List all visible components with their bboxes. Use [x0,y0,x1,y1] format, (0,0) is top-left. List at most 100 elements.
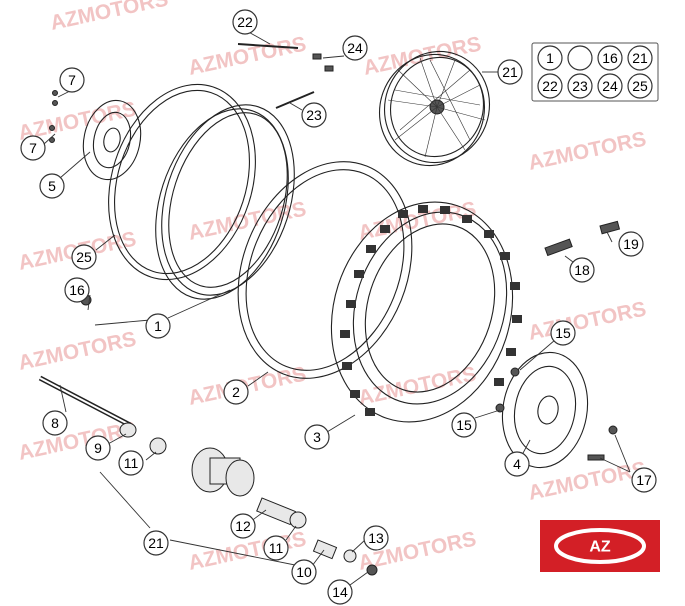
watermark: AZMOTORS [186,197,308,244]
callout-circle [85,435,111,461]
callout-number: 14 [332,584,348,600]
watermark: AZMOTORS [526,457,648,504]
callout-7: 7 [59,67,85,93]
callout-25: 25 [71,244,97,270]
callout-circle [39,173,65,199]
small-sprocket [82,99,142,181]
kit-circle [627,45,653,71]
kit-label: 16 [602,50,618,66]
kit-box [531,42,659,102]
callout-circle [42,410,68,436]
callout-circle [263,535,289,561]
callout-number: 22 [237,14,253,30]
logo-text: AZ [589,539,611,556]
callout-number: 7 [29,140,37,156]
callout-number: 1 [154,318,162,334]
callout-15: 15 [451,412,477,438]
callout-11: 11 [263,535,289,561]
callout-number: 13 [368,530,384,546]
callout-number: 8 [51,415,59,431]
callout-circle [145,313,171,339]
watermark: AZMOTORS [186,32,308,79]
callout-circle [301,102,327,128]
rear-sprocket [501,351,589,469]
kit-circle [597,45,623,71]
callout-17: 17 [631,467,657,493]
callout-number: 23 [306,107,322,123]
callout-circle [569,257,595,283]
watermark: AZMOTORS [186,362,308,409]
brand-logo: AZ [540,520,660,572]
callout-3: 3 [304,424,330,450]
callout-circle [504,451,530,477]
callout-circle [291,559,317,585]
callout-circle [20,135,46,161]
callout-number: 16 [69,282,85,298]
callout-circle [631,467,657,493]
callout-circle [550,320,576,346]
kit-label: 24 [602,78,618,94]
callout-1: 1 [145,313,171,339]
callout-number: 18 [574,262,590,278]
kit-circle [537,45,563,71]
callout-circle [71,244,97,270]
callout-number: 4 [513,456,521,472]
callout-number: 5 [48,178,56,194]
callout-number: 21 [148,535,164,551]
leader-lines [43,29,631,586]
callout-circle [64,277,90,303]
callout-16: 16 [64,277,90,303]
kit-label: 22 [542,78,558,94]
watermark: AZMOTORS [48,0,170,35]
callout-number: 17 [636,472,652,488]
callout-circle [304,424,330,450]
callout-number: 7 [68,72,76,88]
callout-21: 21 [497,59,523,85]
callout-circle [327,579,353,605]
callout-11: 11 [118,450,144,476]
callout-9: 9 [85,435,111,461]
watermark: AZMOTORS [526,127,648,174]
callout-number: 15 [456,417,472,433]
kit-label: 23 [572,78,588,94]
watermark: AZMOTORS [356,362,478,409]
callout-number: 24 [347,40,363,56]
callout-circle [59,67,85,93]
callout-number: 19 [623,236,639,252]
callout-circle [342,35,368,61]
callout-circle [143,530,169,556]
tyre [330,201,522,423]
callout-24: 24 [342,35,368,61]
callout-circle [363,525,389,551]
callout-circle [451,412,477,438]
callout-number: 11 [269,540,284,556]
callout-5: 5 [39,173,65,199]
kit-circle [597,73,623,99]
kit-circle [537,73,563,99]
callout-circle [618,231,644,257]
callout-19: 19 [618,231,644,257]
callout-circle [497,59,523,85]
callout-8: 8 [42,410,68,436]
callout-number: 21 [502,64,518,80]
kit-label: 21 [632,50,648,66]
callout-circle [232,9,258,35]
callout-number: 11 [124,455,139,471]
watermark: AZMOTORS [16,327,138,374]
callout-number: 12 [235,518,251,534]
callout-23: 23 [301,102,327,128]
callout-21: 21 [143,530,169,556]
rim-band [108,83,256,281]
callout-13: 13 [363,525,389,551]
kit-circle [567,73,593,99]
watermark: AZMOTORS [526,297,648,344]
callout-circle [118,450,144,476]
callout-4: 4 [504,451,530,477]
kit-circle [627,73,653,99]
callout-number: 25 [76,249,92,265]
callout-2: 2 [223,379,249,405]
